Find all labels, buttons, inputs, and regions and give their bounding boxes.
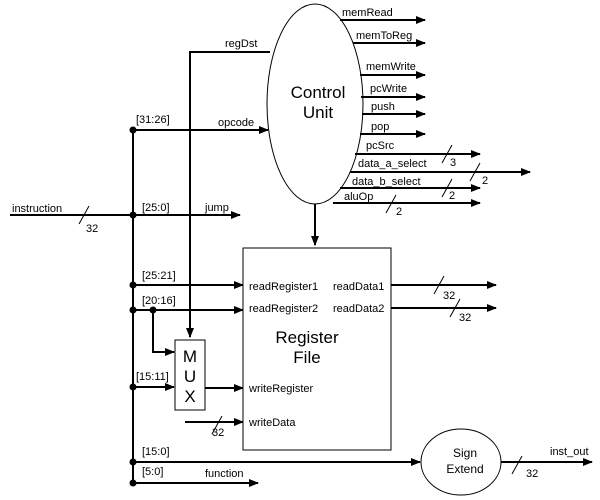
memread-label: memRead	[342, 7, 393, 19]
instruction-label: instruction	[12, 203, 62, 215]
mux-letter: U	[184, 367, 196, 386]
jump-bits-label: [25:0]	[142, 202, 170, 214]
instruction-width: 32	[86, 223, 98, 235]
imm-bits-label: [15:0]	[142, 446, 170, 458]
writedata-port: writeData	[248, 417, 296, 429]
rd-bits-label: [15:11]	[136, 371, 169, 383]
pop-label: pop	[371, 121, 389, 133]
junction-dots	[129, 126, 157, 487]
rt-bits-label: [20:16]	[142, 295, 176, 307]
readdata2-width: 32	[459, 312, 471, 324]
control-unit-title-line1: Control	[291, 83, 346, 102]
sign-extend-line2: Extend	[446, 462, 483, 476]
readdata1-width: 32	[443, 290, 455, 302]
push-label: push	[371, 101, 395, 113]
readregister1-port: readRegister1	[249, 281, 318, 293]
readregister2-port: readRegister2	[249, 303, 318, 315]
data-a-select-bus-slash	[469, 162, 481, 182]
control-unit-title-line2: Unit	[303, 103, 334, 122]
readdata2-bus-slash	[449, 298, 461, 318]
pcwrite-label: pcWrite	[370, 83, 407, 95]
opcode-label: opcode	[218, 117, 254, 129]
writedata-bus-slash	[211, 415, 223, 435]
pcsrc-width: 3	[450, 157, 456, 169]
data-a-select-width: 2	[482, 175, 488, 187]
readdata2-port: readData2	[333, 303, 384, 315]
data-a-select-label: data_a_select	[358, 158, 427, 170]
sign-extend-line1: Sign	[453, 446, 477, 460]
writeregister-port: writeRegister	[248, 383, 314, 395]
junction-dot	[129, 383, 137, 391]
data-b-select-width: 2	[449, 190, 455, 202]
junction-dot	[129, 458, 137, 466]
rt-to-mux-wire	[152, 310, 175, 356]
regdst-wire	[186, 51, 270, 338]
data-b-select-bus-slash	[441, 178, 453, 198]
jump-label: jump	[204, 202, 229, 214]
inst-out-label: inst_out	[550, 446, 589, 458]
memwrite-label: memWrite	[366, 61, 416, 73]
aluop-bus-slash	[385, 194, 397, 214]
opcode-bits-label: [31:26]	[136, 114, 170, 126]
junction-dot	[129, 306, 137, 314]
writedata-width: 32	[212, 427, 224, 439]
function-label: function	[205, 468, 244, 480]
junction-dot	[129, 479, 137, 487]
readdata1-bus-slash	[433, 275, 445, 295]
pcsrc-label: pcSrc	[366, 140, 395, 152]
register-file-box	[242, 247, 392, 451]
mux-letter: M	[183, 347, 197, 366]
inst-out-bus-slash	[511, 455, 523, 475]
mux-letter: X	[184, 387, 195, 406]
data-b-select-label: data_b_select	[352, 176, 421, 188]
memtoreg-label: memToReg	[356, 30, 412, 42]
instruction-bus-slash	[78, 205, 90, 225]
rs-bits-label: [25:21]	[142, 270, 176, 282]
pcsrc-bus-slash	[441, 144, 453, 164]
register-file-title-line1: Register	[275, 328, 339, 347]
regdst-label: regDst	[225, 38, 257, 50]
junction-dot	[129, 126, 137, 134]
aluop-width: 2	[396, 206, 402, 218]
funct-bits-label: [5:0]	[142, 466, 163, 478]
junction-dot	[129, 281, 137, 289]
aluop-label: aluOp	[344, 191, 373, 203]
readdata1-port: readData1	[333, 281, 384, 293]
junction-dot	[129, 211, 137, 219]
mux-box	[174, 339, 206, 411]
inst-out-width: 32	[526, 468, 538, 480]
register-file-title-line2: File	[293, 348, 320, 367]
junction-dot	[149, 306, 157, 314]
control-outputs: memRead memToReg memWrite pcWrite push p…	[333, 7, 531, 218]
